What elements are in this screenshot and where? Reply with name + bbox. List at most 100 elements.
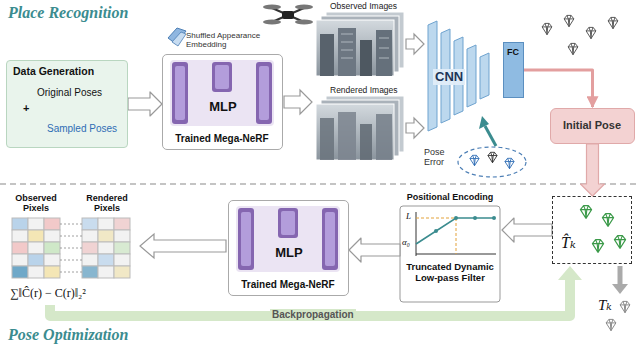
- observed-image: [341, 34, 389, 58]
- pose-error-cluster: [485, 126, 496, 146]
- rendered-image: [338, 112, 356, 160]
- node-label: MLP: [171, 99, 275, 115]
- pixel-grid: [28, 230, 44, 242]
- cnn-block: CNN: [424, 16, 498, 136]
- pixel-grid: [44, 254, 60, 266]
- mlp-layers: [212, 62, 232, 92]
- pixel-grid: [82, 266, 98, 278]
- pixel-label: Rendered Pixels: [78, 194, 136, 214]
- annotation: Shuffled Appearance Embedding: [186, 31, 278, 49]
- flow-arrow: [140, 234, 226, 258]
- image-label: Rendered Images: [330, 85, 398, 95]
- pose-estimate-box: T̂ₖ: [552, 196, 632, 264]
- pixel-grid: [98, 242, 114, 254]
- pixel-grid: [114, 218, 130, 230]
- mlp-block: MLP: [171, 61, 277, 127]
- pose-icon: [580, 206, 625, 253]
- pose-error-cluster: [470, 155, 479, 165]
- mlp-layers: [281, 211, 295, 235]
- rendered-image: [320, 118, 334, 160]
- observed-image: [376, 30, 392, 76]
- pixel-grid: [82, 218, 98, 230]
- pose-error-cluster: [488, 152, 497, 162]
- pose-icon: [564, 15, 574, 26]
- flow-arrow: [524, 70, 593, 107]
- filter-panel: [416, 218, 456, 219]
- mlp-layers: [322, 208, 338, 270]
- pixel-grid: [44, 230, 60, 242]
- observed-image: [338, 28, 356, 76]
- node-label: FC: [504, 47, 522, 58]
- node-label: MLP: [237, 245, 341, 261]
- pixel-grid: [12, 266, 28, 278]
- section-title: Pose Optimization: [8, 325, 128, 344]
- cnn-layers: [467, 45, 476, 107]
- nerf-box: Trained Mega-NeRFMLP: [228, 200, 349, 296]
- embedding-tag: [168, 28, 186, 46]
- data-generation-box: Data GenerationOriginal Poses+Sampled Po…: [6, 60, 128, 148]
- node-label: CNN: [433, 69, 465, 85]
- annotation: Pose Error: [424, 148, 454, 168]
- flow-arrow: [406, 118, 424, 138]
- filter-panel: [416, 218, 494, 244]
- drone: [282, 11, 294, 19]
- node-label: Truncated Dynamic Low-pass Filter: [402, 262, 498, 284]
- pose-icon: [542, 15, 618, 54]
- cnn-layers: [428, 21, 489, 131]
- pixel-grid: [82, 242, 98, 254]
- mlp-layers: [259, 66, 269, 120]
- node-label: T̂ₖ: [561, 233, 576, 252]
- pose-error-cluster: [479, 116, 489, 129]
- observed-image: [316, 20, 394, 76]
- pixel-grid: [12, 218, 130, 278]
- rendered-image: [316, 96, 404, 160]
- pose-symbol: Tₖ: [598, 296, 612, 314]
- filter-panel: [400, 206, 500, 302]
- node-label: +: [23, 102, 29, 115]
- pixel-grid: [12, 218, 28, 230]
- axis-label: L: [406, 211, 411, 222]
- drone: [263, 5, 313, 25]
- mlp-layers: [325, 212, 335, 266]
- section-divider: [0, 184, 640, 185]
- flow-arrow: [502, 218, 552, 242]
- mlp-layers: [170, 60, 274, 126]
- pose-error-cluster: [458, 116, 526, 177]
- output-arrow: [618, 266, 623, 286]
- drone: [295, 5, 313, 10]
- drone: [263, 20, 281, 25]
- pixel-grid: [82, 230, 98, 242]
- mlp-layers: [278, 208, 298, 238]
- pixel-grid: [28, 242, 44, 254]
- pixel-label: Observed Pixels: [8, 194, 64, 214]
- backpropagation-band: [558, 266, 582, 280]
- section-title: Place Recognition: [8, 3, 128, 22]
- fc-layer: FC: [503, 42, 524, 98]
- pixel-grid: [114, 266, 130, 278]
- pixel-grid: [44, 218, 60, 230]
- filter-panel: [400, 206, 500, 302]
- pixel-grid: [98, 218, 114, 230]
- output-arrow: [612, 284, 628, 294]
- pixel-grid: [44, 242, 60, 254]
- mlp-layers: [238, 208, 254, 270]
- pixel-grid: [44, 266, 60, 278]
- pose-icon: [568, 43, 578, 54]
- mlp-block: MLP: [237, 207, 343, 273]
- pixel-grid: [114, 242, 130, 254]
- pixel-grid: [28, 218, 44, 230]
- node-label: Data Generation: [13, 65, 94, 78]
- mlp-layers: [172, 62, 188, 124]
- nerf-box: Trained Mega-NeRFMLP: [162, 54, 283, 150]
- flow-label: Backpropagation: [270, 309, 356, 321]
- pose-error-cluster: [458, 147, 526, 177]
- pose-icon: [606, 319, 616, 330]
- pixel-grid: [98, 254, 114, 266]
- filter-panel: [454, 216, 458, 220]
- node-label: Positional Encoding: [400, 192, 500, 203]
- flow-arrow: [406, 34, 424, 54]
- pose-icon: [580, 206, 591, 219]
- mlp-layers: [215, 65, 229, 89]
